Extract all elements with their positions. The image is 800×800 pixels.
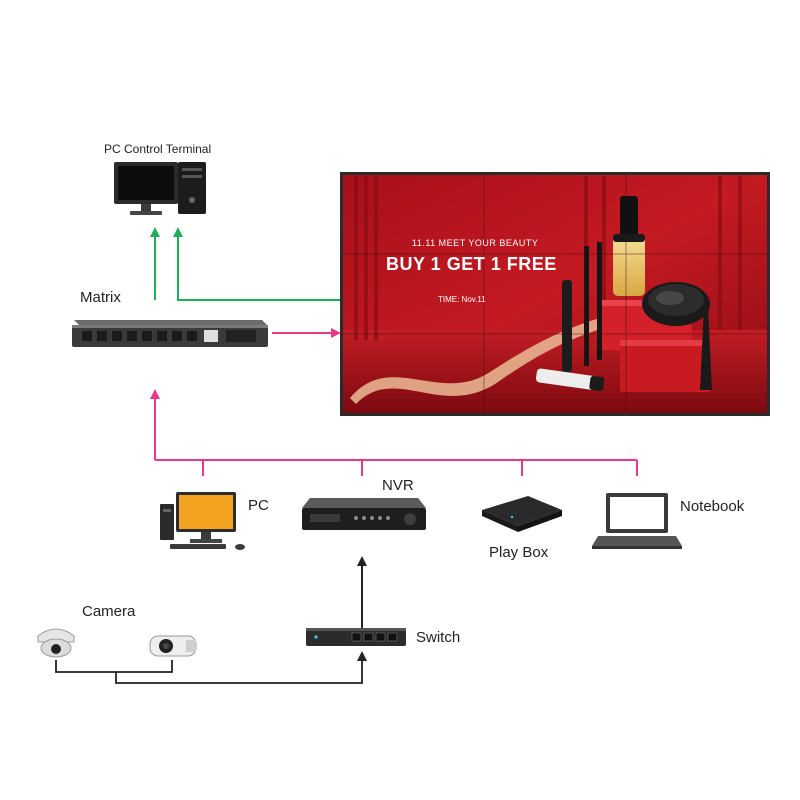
mascara-tube (562, 280, 572, 372)
play-box-icon (482, 496, 562, 532)
podium-front (620, 340, 710, 392)
pc-label: PC (248, 497, 269, 514)
pencil-2 (597, 242, 602, 360)
lying-tube (535, 368, 605, 391)
lipstick-right (700, 306, 712, 390)
matrix-icon (72, 320, 268, 347)
play-box-label: Play Box (489, 544, 549, 561)
wall-seams (343, 175, 767, 413)
nvr-label: NVR (382, 477, 414, 494)
pc-icon (160, 492, 245, 550)
ribbon (350, 318, 604, 404)
link-cameras-to-switch (115, 651, 367, 684)
switch-label: Switch (416, 629, 461, 646)
notebook-icon (592, 493, 682, 549)
pencil-1 (584, 246, 589, 366)
link-wall-to-terminal (173, 227, 340, 301)
compact-powder (642, 282, 710, 326)
screen-headline: BUY 1 GET 1 FREE (386, 254, 557, 274)
bullet-camera-icon (149, 635, 197, 657)
video-wall (340, 172, 770, 416)
pc-control-terminal-icon (114, 162, 206, 215)
dome-camera-icon (37, 628, 75, 658)
nvr-icon (302, 498, 426, 530)
switch-icon (306, 628, 406, 646)
screen-time: TIME: Nov.11 (438, 295, 486, 304)
screen-tagline: 11.11 MEET YOUR BEAUTY (412, 238, 539, 248)
pc-control-terminal-label: PC Control Terminal (104, 142, 212, 156)
matrix-label: Matrix (80, 289, 121, 306)
link-cameras-bus (55, 660, 173, 673)
camera-label: Camera (82, 603, 136, 620)
notebook-label: Notebook (680, 498, 745, 515)
foundation-bottle (613, 196, 645, 296)
connections (55, 227, 638, 684)
